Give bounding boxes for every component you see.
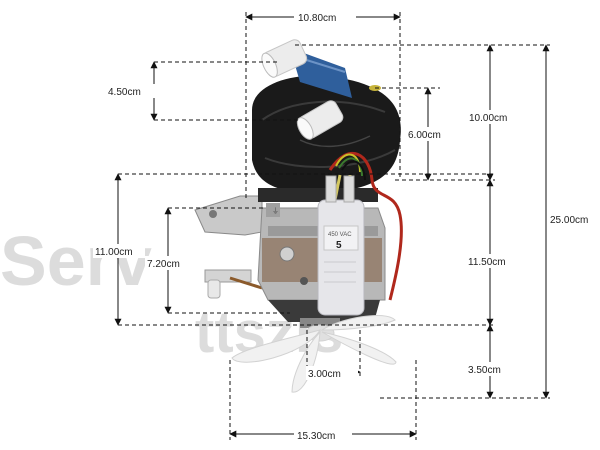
capacitor-value: 5 (336, 240, 342, 251)
label-bottom-width: 15.30cm (297, 431, 335, 442)
label-motor-height-right: 11.50cm (468, 257, 506, 268)
capacitor: 450 VAC 5 (317, 175, 365, 316)
label-motor-body: 7.20cm (147, 259, 180, 270)
label-top-width: 10.80cm (298, 13, 336, 24)
inlet-pipes (261, 39, 352, 140)
inlet-pipe-2 (296, 100, 344, 140)
mounting-bracket (194, 195, 263, 299)
label-head-height: 10.00cm (469, 113, 507, 124)
svg-text:⏚: ⏚ (272, 207, 279, 215)
label-total-height: 25.00cm (550, 215, 588, 226)
label-shaft: 3.00cm (308, 369, 341, 380)
inlet-pipe-1 (261, 39, 308, 78)
dimension-annotations (114, 12, 550, 440)
dimension-labels: 10.80cm 4.50cm 6.00cm 10.00cm 25.00cm 11… (93, 10, 600, 442)
watermark-text-1: Serv (0, 222, 152, 300)
drain-pump-motor: ⏚ 450 VAC 5 (194, 39, 403, 393)
label-motor-height-left: 11.00cm (95, 247, 133, 258)
label-inlet-spacing: 4.50cm (108, 87, 141, 98)
cooling-fan (231, 314, 397, 393)
label-inlet-height: 6.00cm (408, 130, 441, 141)
label-fan-height: 3.50cm (468, 365, 501, 376)
capacitor-label-text: 450 VAC (328, 232, 352, 238)
pump-head (252, 75, 401, 194)
